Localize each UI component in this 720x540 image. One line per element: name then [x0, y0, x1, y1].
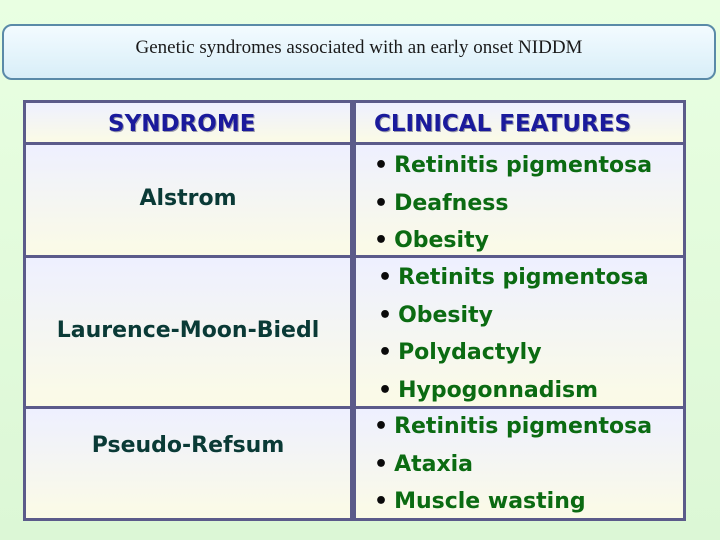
list-item: •Retinitis pigmentosa [374, 147, 652, 185]
feature-list: •Retinitis pigmentosa •Ataxia •Muscle wa… [374, 408, 652, 521]
syndromes-table: SYNDROME CLINICAL FEATURES Alstrom •Reti… [23, 100, 686, 521]
features-cell-alstrom: •Retinitis pigmentosa •Deafness •Obesity [356, 145, 683, 255]
syndrome-name: Alstrom [139, 186, 237, 211]
bullet-icon: • [374, 414, 389, 439]
list-item: •Obesity [374, 222, 652, 260]
feature-text: Ataxia [394, 451, 474, 477]
header-clinical-features: CLINICAL FEATURES [374, 111, 632, 137]
feature-text: Retinits pigmentosa [398, 265, 649, 290]
list-item: •Hypogonnadism [378, 372, 649, 410]
syndrome-name: Pseudo-Refsum [91, 433, 285, 458]
syndrome-name: Laurence-Moon-Biedl [56, 318, 320, 343]
bullet-icon: • [374, 489, 389, 514]
feature-text: Polydactyly [398, 340, 542, 365]
syndrome-cell-laurence-moon-biedl: Laurence-Moon-Biedl [26, 258, 350, 406]
bullet-icon: • [378, 302, 393, 328]
list-item: •Ataxia [374, 446, 652, 484]
syndrome-cell-pseudo-refsum: Pseudo-Refsum [26, 409, 350, 518]
feature-list: •Retinitis pigmentosa •Deafness •Obesity [374, 147, 652, 260]
bullet-icon: • [374, 190, 389, 216]
header-features-cell: CLINICAL FEATURES [356, 103, 683, 142]
feature-text: Muscle wasting [394, 489, 586, 514]
title-banner: Genetic syndromes associated with an ear… [2, 24, 716, 80]
feature-text: Hypogonnadism [398, 377, 599, 403]
bullet-icon: • [378, 377, 393, 403]
list-item: •Retinits pigmentosa [378, 259, 649, 297]
syndrome-cell-alstrom: Alstrom [26, 145, 350, 255]
features-cell-laurence-moon-biedl: •Retinits pigmentosa •Obesity •Polydacty… [356, 258, 683, 406]
bullet-icon: • [374, 153, 389, 178]
feature-text: Deafness [394, 190, 509, 216]
list-item: •Retinitis pigmentosa [374, 408, 652, 446]
feature-text: Obesity [398, 302, 493, 328]
features-cell-pseudo-refsum: •Retinitis pigmentosa •Ataxia •Muscle wa… [356, 409, 683, 518]
header-syndrome-cell: SYNDROME [26, 103, 350, 142]
page-title: Genetic syndromes associated with an ear… [135, 37, 583, 58]
bullet-icon: • [378, 265, 393, 290]
feature-text: Retinitis pigmentosa [394, 153, 653, 178]
feature-text: Retinitis pigmentosa [394, 414, 653, 439]
list-item: •Deafness [374, 185, 652, 223]
feature-list: •Retinits pigmentosa •Obesity •Polydacty… [378, 259, 649, 409]
list-item: •Polydactyly [378, 334, 649, 372]
list-item: •Obesity [378, 297, 649, 335]
bullet-icon: • [378, 340, 393, 365]
bullet-icon: • [374, 228, 389, 253]
list-item: •Muscle wasting [374, 483, 652, 521]
header-syndrome: SYNDROME [108, 111, 256, 137]
feature-text: Obesity [394, 228, 489, 253]
bullet-icon: • [374, 451, 389, 477]
